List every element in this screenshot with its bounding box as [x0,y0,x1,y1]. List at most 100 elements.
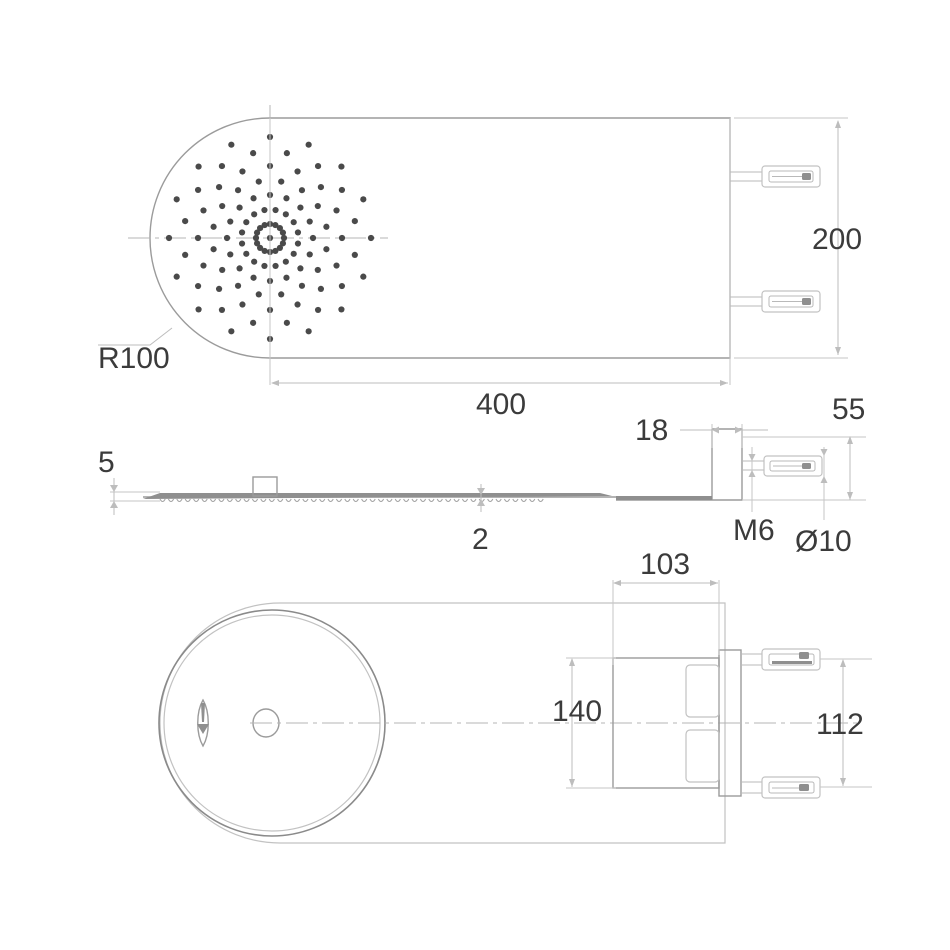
radius-leader-r100 [98,327,173,346]
spray-hole [173,196,180,203]
side-view-spray-hole [302,498,309,503]
leader-m6 [748,447,756,512]
spray-hole [250,150,257,157]
bottom-view-lower-anchor [741,776,821,799]
side-view-spray-hole [201,498,208,503]
spray-hole [200,262,207,269]
spray-hole [272,221,279,229]
spray-hole [200,207,207,214]
spray-hole [210,246,217,253]
spray-hole [257,225,264,232]
side-view-hole-row [159,498,544,503]
spray-hole [314,266,321,274]
spray-hole [182,218,189,225]
spray-hole [282,258,289,265]
dimension-2 [477,484,485,512]
spray-hole [338,306,345,313]
side-view-spray-hole [176,498,183,503]
side-view-spray-hole [394,498,401,503]
side-view-plate-solid [143,493,612,499]
spray-hole [294,168,301,175]
spray-hole [278,291,285,298]
spray-hole [276,225,283,232]
dimension-55 [742,436,866,501]
spray-hole [238,229,246,236]
side-view-spray-hole [335,498,343,503]
spray-hole [282,211,289,218]
spray-hole [272,247,279,255]
side-view-spray-hole [403,498,410,503]
spray-hole [338,282,346,290]
spray-hole [261,221,268,229]
spray-hole [333,262,340,269]
side-view-spray-hole [260,498,267,503]
dim-label-5: 5 [98,446,115,479]
spray-hole [306,218,313,225]
spray-hole [314,306,322,314]
dim-label-140: 140 [552,695,602,728]
side-view-spray-hole [361,498,368,503]
dim-label-18: 18 [635,414,668,447]
spray-hole [195,306,202,313]
spray-hole [338,234,346,242]
spray-hole [255,291,262,298]
bottom-view-upper-anchor [741,648,821,671]
spray-hole [283,150,290,157]
side-view-spray-hole [293,498,301,503]
top-view-body-outline [149,117,731,359]
dim-label-r100: R100 [98,342,170,375]
spray-hole [314,202,321,210]
dimension-103 [612,580,720,665]
spray-hole [333,207,340,214]
spray-hole [283,319,290,326]
spray-hole [236,204,243,211]
spray-hole-array [165,133,375,343]
side-view-spray-hole [529,498,536,503]
spray-hole [227,251,234,258]
spray-hole [215,285,223,293]
side-view-spray-hole [377,498,385,503]
side-view-spray-hole [436,498,443,503]
spray-hole [276,244,283,251]
spray-hole [323,246,330,253]
bottom-view: 103 140 112 [158,548,872,844]
spray-hole [280,234,288,242]
spray-hole [195,163,202,170]
dim-label-55: 55 [832,393,865,426]
spray-hole [305,328,312,335]
side-view-spray-hole [235,498,242,503]
side-view-spray-hole [226,498,233,503]
spray-hole [367,234,375,242]
bottom-view-flange-slot-upper [685,664,720,718]
spray-hole [317,183,325,191]
dim-label-200: 200 [812,223,862,256]
spray-hole [234,282,242,289]
spray-hole [294,301,301,308]
spray-hole [279,229,287,236]
side-view-spray-hole [461,498,469,503]
spray-hole [228,141,235,148]
spray-hole [219,202,226,210]
side-view-spray-hole [411,498,418,503]
spray-hole [261,206,268,214]
spray-hole [294,240,302,247]
side-view-spray-hole [352,498,359,503]
spray-hole [234,187,242,194]
spray-hole [215,183,223,191]
side-view-spray-hole [193,498,200,503]
dim-label-103: 103 [640,548,690,581]
spray-hole [173,273,180,280]
spray-hole [243,250,250,257]
side-view-spray-hole [445,498,452,503]
spray-hole [290,250,297,257]
dimension-400 [269,118,731,386]
spray-hole [305,141,312,148]
side-view-outlet-boss [252,476,278,497]
top-view: R100 200 400 [98,105,862,421]
spray-hole [194,186,202,194]
spray-hole [294,229,302,236]
side-view-spray-hole [495,498,502,503]
spray-hole [239,301,246,308]
